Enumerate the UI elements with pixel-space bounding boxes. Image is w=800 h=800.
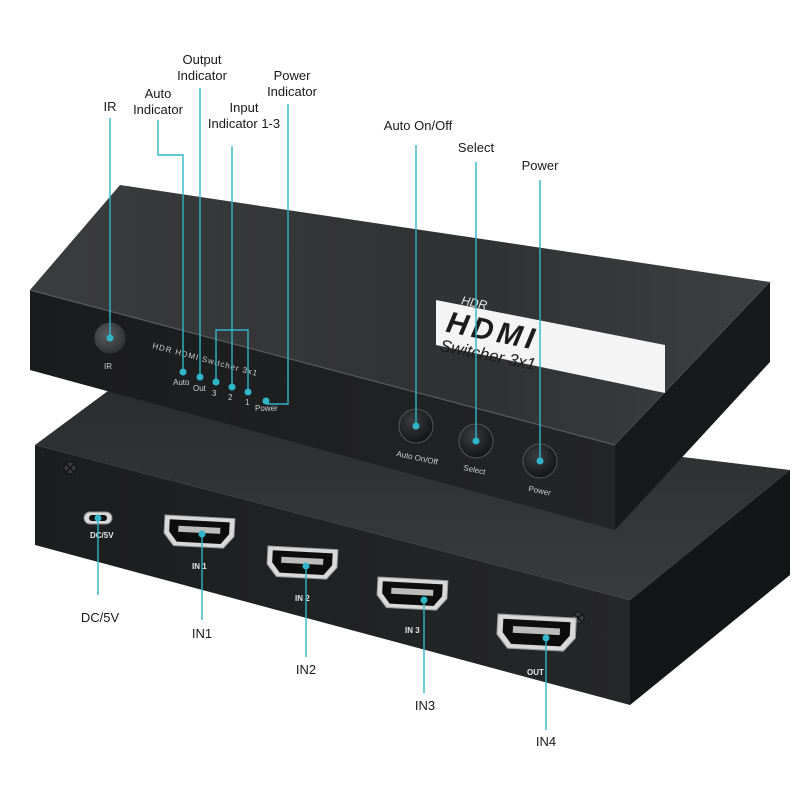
callout-labels: IR Auto Indicator Output Indicator Input… bbox=[81, 52, 559, 749]
back-device-face bbox=[35, 445, 630, 705]
hdmi-logo: HDR HDMI Switcher 3x1 bbox=[438, 293, 541, 374]
leader-dot bbox=[179, 368, 187, 376]
front-device-top bbox=[30, 185, 770, 445]
leader-dot bbox=[542, 634, 550, 642]
leader-dot bbox=[94, 514, 102, 522]
led-label-auto: Auto bbox=[173, 378, 190, 387]
led-label-3: 3 bbox=[212, 389, 217, 398]
led-label-1: 1 bbox=[245, 398, 250, 407]
leader-dot bbox=[420, 596, 428, 604]
leader-dot bbox=[198, 530, 206, 538]
callout-dc5v: DC/5V bbox=[81, 610, 120, 625]
front-device-side bbox=[615, 282, 770, 530]
leader-dot bbox=[536, 457, 544, 465]
port-label-out: OUT bbox=[527, 668, 544, 677]
callout-in2: IN2 bbox=[296, 662, 316, 677]
hdmi-port-in1 bbox=[162, 514, 236, 550]
ir-sensor-label: IR bbox=[104, 362, 112, 371]
hdmi-port-in3 bbox=[375, 576, 449, 612]
leader-dot bbox=[228, 383, 236, 391]
callout-auto-indicator-line1: Auto bbox=[145, 86, 172, 101]
leader-dot bbox=[106, 334, 114, 342]
port-label-in2: IN 2 bbox=[295, 594, 310, 603]
leader-dot bbox=[196, 373, 204, 381]
front-device-face bbox=[30, 290, 615, 530]
callout-power-indicator-line1: Power bbox=[274, 68, 312, 83]
back-device-side bbox=[630, 470, 790, 705]
leader-dot bbox=[262, 397, 270, 405]
led-label-2: 2 bbox=[228, 393, 233, 402]
leader-dot bbox=[472, 437, 480, 445]
callout-auto-indicator-line2: Indicator bbox=[133, 102, 184, 117]
callout-in4: IN4 bbox=[536, 734, 556, 749]
callout-input-indicator-line1: Input bbox=[230, 100, 259, 115]
hdmi-logo-band bbox=[436, 300, 665, 393]
logo-hdr-text: HDR bbox=[460, 293, 489, 312]
callout-ir: IR bbox=[104, 99, 117, 114]
callout-in3: IN3 bbox=[415, 698, 435, 713]
leader-dot bbox=[244, 388, 252, 396]
port-label-in1: IN 1 bbox=[192, 562, 207, 571]
callout-select: Select bbox=[458, 140, 495, 155]
front-device: HDR HDMI Switcher 3x1 IR HDR HDMI Switch… bbox=[29, 185, 771, 530]
dc-port-label: DC/5V bbox=[90, 531, 114, 540]
callout-output-indicator-line1: Output bbox=[182, 52, 221, 67]
hdmi-port-in2 bbox=[265, 545, 339, 581]
leader-dot bbox=[412, 422, 420, 430]
back-device: DC/5V IN 1 IN 2 IN 3 OUT bbox=[35, 388, 790, 705]
led-label-out: Out bbox=[193, 384, 207, 393]
leader-dot bbox=[212, 378, 220, 386]
leader-line bbox=[266, 104, 289, 405]
screw-icon bbox=[63, 461, 77, 475]
callout-auto-onoff: Auto On/Off bbox=[384, 118, 453, 133]
callout-in1: IN1 bbox=[192, 626, 212, 641]
callout-input-indicator-line2: Indicator 1-3 bbox=[208, 116, 280, 131]
callout-output-indicator-line2: Indicator bbox=[177, 68, 228, 83]
hdmi-port-out bbox=[495, 613, 577, 653]
leader-dot bbox=[302, 562, 310, 570]
port-label-in3: IN 3 bbox=[405, 626, 420, 635]
callout-power-indicator-line2: Indicator bbox=[267, 84, 318, 99]
back-device-top bbox=[35, 388, 790, 600]
callout-power: Power bbox=[522, 158, 560, 173]
leader-line bbox=[157, 120, 184, 372]
callout-leaders bbox=[94, 88, 550, 730]
led-label-power: Power bbox=[255, 404, 278, 413]
